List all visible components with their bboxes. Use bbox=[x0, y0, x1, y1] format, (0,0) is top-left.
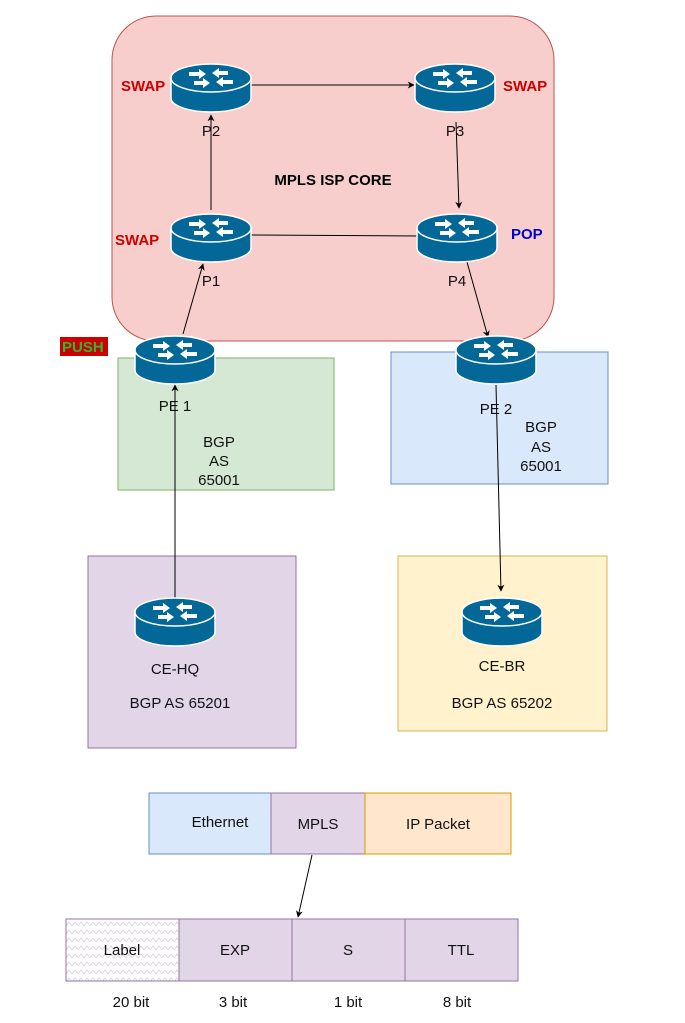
op-push-pe1: PUSH bbox=[62, 339, 104, 356]
pe1-bgp-line1: BGP bbox=[203, 434, 235, 451]
arrow-p4-pe2 bbox=[466, 261, 490, 338]
router-icon-ce-hq bbox=[134, 597, 216, 647]
router-label-ce-br: CE-BR bbox=[479, 658, 526, 675]
router-icon-p1 bbox=[170, 213, 252, 263]
links bbox=[171, 81, 505, 918]
header-field-s: S bbox=[343, 942, 353, 959]
header-field-label: Label bbox=[104, 942, 141, 959]
router-label-pe2: PE 2 bbox=[480, 401, 513, 418]
router-label-pe1: PE 1 bbox=[159, 398, 192, 415]
op-push-bg bbox=[60, 337, 108, 356]
op-swap-p1: SWAP bbox=[115, 232, 159, 249]
header-size-s: 1 bit bbox=[334, 994, 363, 1011]
op-swap-p3: SWAP bbox=[503, 78, 547, 95]
header-label-cell bbox=[65, 918, 180, 982]
router-label-p4: P4 bbox=[448, 273, 466, 290]
header-s-cell bbox=[291, 918, 406, 982]
pe1-bgp-line2: AS bbox=[209, 453, 229, 470]
header-size-ttl: 8 bit bbox=[443, 994, 472, 1011]
header-field-ttl: TTL bbox=[448, 942, 475, 959]
header-field-exp: EXP bbox=[220, 942, 250, 959]
op-swap-p2: SWAP bbox=[121, 78, 165, 95]
arrow-pe2-cebr bbox=[495, 384, 505, 592]
ce-hq-site-box bbox=[87, 555, 297, 749]
frame-mpls-label: MPLS bbox=[298, 816, 339, 833]
frame-ip-cell bbox=[364, 792, 512, 855]
pe2-bgp-line1: BGP bbox=[525, 419, 557, 436]
frame-ip-label: IP Packet bbox=[406, 816, 471, 833]
router-label-p3: P3 bbox=[446, 123, 464, 140]
router-label-p2: P2 bbox=[202, 123, 220, 140]
router-icon-pe1 bbox=[134, 335, 216, 385]
router-icon-pe2 bbox=[455, 335, 537, 385]
frame-mpls-cell bbox=[270, 792, 366, 855]
core-title: MPLS ISP CORE bbox=[274, 172, 391, 189]
router-icon-p3 bbox=[414, 63, 496, 113]
frame-ethernet-label: Ethernet bbox=[192, 814, 250, 831]
router-icon-p4 bbox=[416, 213, 498, 263]
router-icon-ce-br bbox=[461, 597, 543, 647]
header-size-label: 20 bit bbox=[113, 994, 151, 1011]
pe2-bgp-line3: 65001 bbox=[520, 458, 562, 475]
link-p1-p4 bbox=[249, 234, 419, 237]
arrow-pe1-p1 bbox=[182, 263, 205, 335]
arrow-p3-p4 bbox=[455, 121, 463, 209]
router-icon-p2 bbox=[170, 63, 252, 113]
ce-hq-bgp-as: BGP AS 65201 bbox=[130, 695, 231, 712]
router-label-p1: P1 bbox=[202, 273, 220, 290]
pe1-bgp-line3: 65001 bbox=[198, 472, 240, 489]
header-ttl-cell bbox=[404, 918, 519, 982]
op-pop-p4: POP bbox=[511, 226, 543, 243]
header-exp-cell bbox=[178, 918, 293, 982]
header-size-exp: 3 bit bbox=[219, 994, 248, 1011]
ce-br-bgp-as: BGP AS 65202 bbox=[452, 695, 553, 712]
frame-ethernet-cell bbox=[148, 792, 272, 855]
arrow-mpls-header bbox=[295, 854, 313, 918]
pe2-bgp-line2: AS bbox=[531, 439, 551, 456]
router-label-ce-hq: CE-HQ bbox=[151, 661, 199, 678]
